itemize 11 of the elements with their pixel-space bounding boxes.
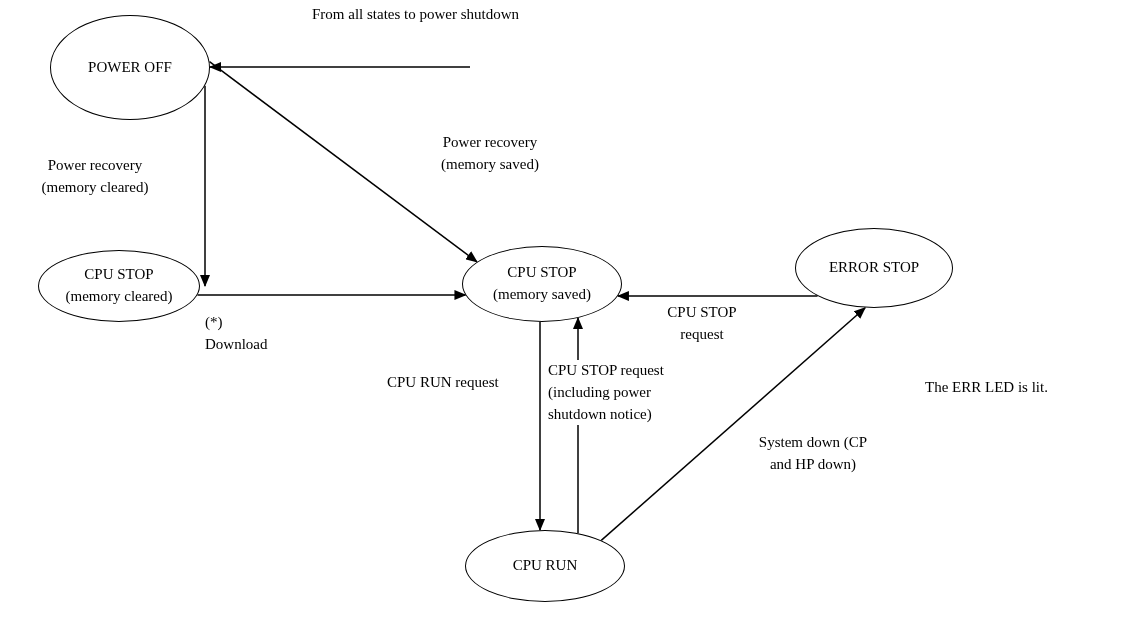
arrow <box>196 290 467 300</box>
arrow <box>208 60 478 263</box>
state-name: ERROR STOP <box>828 258 920 278</box>
state-name: CPU RUN <box>512 556 578 576</box>
arrow <box>209 62 471 72</box>
arrow <box>600 307 866 542</box>
note-text: The ERR LED is lit. <box>925 378 1048 397</box>
state-name: CPU STOP (memory saved) <box>492 263 592 304</box>
state-name: POWER OFF <box>88 57 172 77</box>
state-name: CPU STOP (memory cleared) <box>64 265 174 306</box>
arrow <box>535 321 545 532</box>
